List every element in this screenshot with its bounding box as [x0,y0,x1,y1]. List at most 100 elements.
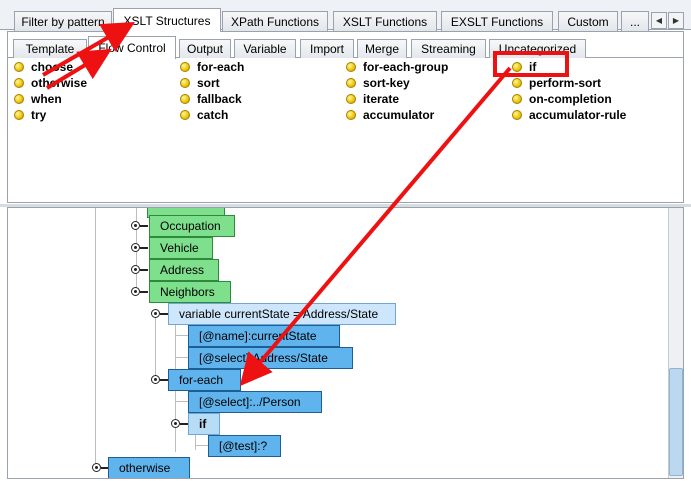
node-label: [@test]:? [219,439,268,453]
bullet-icon [180,61,190,72]
tab-label: Template [25,42,75,56]
tab-output[interactable]: Output [179,39,231,58]
scrollbar-thumb[interactable] [669,368,683,476]
collapse-toggle-icon[interactable] [151,375,160,384]
tab-label: XPath Functions [230,14,320,29]
outer-tab-strip: Filter by pattern XSLT Structures XPath … [0,0,691,32]
tab-label: Filter by pattern [21,14,105,29]
tab-exslt-functions[interactable]: EXSLT Functions [441,11,553,31]
bullet-icon [14,93,24,104]
bullet-icon [512,93,522,104]
bullet-icon [512,61,522,72]
tab-xpath-functions[interactable]: XPath Functions [222,11,328,31]
item-label: sort [197,75,220,90]
tab-filter-by-pattern[interactable]: Filter by pattern [14,11,112,31]
toggle-stub [160,379,168,381]
flow-control-panel: Template Flow Control Output Variable Im… [7,31,684,203]
tree-node-neighbors[interactable]: Neighbors [149,281,231,303]
item-catch[interactable]: catch [180,107,228,122]
tab-xslt-structures[interactable]: XSLT Structures [113,8,221,32]
tree-line [95,208,96,470]
tab-label: Uncategorized [498,42,577,56]
tab-label: XSLT Structures [123,13,211,28]
item-label: accumulator [363,107,435,122]
tab-xslt-functions[interactable]: XSLT Functions [333,11,437,31]
tab-label: XSLT Functions [342,14,428,29]
item-choose[interactable]: choose [14,59,73,74]
tree-node-otherwise[interactable]: otherwise [108,457,190,478]
node-label: Occupation [160,219,221,233]
tree-node-occupation[interactable]: Occupation [149,215,235,237]
item-for-each[interactable]: for-each [180,59,244,74]
tree-node-for-each[interactable]: for-each [168,369,241,391]
node-label: [@select]:Address/State [199,351,328,365]
tab-import[interactable]: Import [300,39,354,58]
item-if[interactable]: if [512,59,536,74]
tab-label: Flow Control [98,41,166,55]
collapse-toggle-icon[interactable] [171,419,180,428]
tree-node-variable[interactable]: variable currentState = Address/State [168,303,396,325]
tree-node-attr-select[interactable]: [@select]:Address/State [188,347,353,369]
node-label: Neighbors [160,285,215,299]
item-on-completion[interactable]: on-completion [512,91,612,106]
tree-line [176,357,188,358]
item-accumulator-rule[interactable]: accumulator-rule [512,107,626,122]
tree-node-attr-name[interactable]: [@name]:currentState [188,325,340,347]
tab-template[interactable]: Template [13,39,87,58]
tab-label: Merge [364,42,399,56]
tab-label: EXSLT Functions [450,14,544,29]
item-when[interactable]: when [14,91,62,106]
collapse-toggle-icon[interactable] [131,243,140,252]
tree-node-vehicle[interactable]: Vehicle [149,237,213,259]
scroll-right-icon[interactable]: ▶ [668,12,684,29]
tree-line [176,335,188,336]
collapse-toggle-icon[interactable] [131,287,140,296]
node-label: variable currentState = Address/State [179,307,379,321]
tree-node-if[interactable]: if [188,413,220,435]
tab-streaming[interactable]: Streaming [411,39,486,58]
item-label: fallback [197,91,242,106]
item-accumulator[interactable]: accumulator [346,107,434,122]
toggle-stub [140,291,148,293]
item-label: sort-key [363,75,410,90]
tab-label: ... [629,14,640,29]
tab-label: Output [186,42,224,56]
bullet-icon [346,109,356,120]
collapse-toggle-icon[interactable] [131,221,140,230]
tab-label: Variable [243,42,287,56]
tree-node-address[interactable]: Address [149,259,219,281]
tab-more[interactable]: ... [621,11,649,31]
item-try[interactable]: try [14,107,46,122]
tab-merge[interactable]: Merge [357,39,407,58]
collapse-toggle-icon[interactable] [151,309,160,318]
item-iterate[interactable]: iterate [346,91,399,106]
toggle-stub [140,269,148,271]
node-label: if [199,417,207,431]
item-sort-key[interactable]: sort-key [346,75,410,90]
item-label: catch [197,107,229,122]
toggle-stub [160,313,168,315]
item-otherwise[interactable]: otherwise [14,75,87,90]
tree-node-attr-select-person[interactable]: [@select]:../Person [188,391,322,413]
node-label: [@select]:../Person [199,395,301,409]
collapse-toggle-icon[interactable] [92,463,101,472]
tab-custom[interactable]: Custom [558,11,618,31]
item-label: otherwise [31,75,88,90]
tab-uncategorized[interactable]: Uncategorized [489,39,586,58]
item-sort[interactable]: sort [180,75,220,90]
item-fallback[interactable]: fallback [180,91,242,106]
tree-line [195,428,196,450]
tab-flow-control[interactable]: Flow Control [88,36,176,59]
item-label: iterate [363,91,400,106]
bullet-icon [512,77,522,88]
tab-variable[interactable]: Variable [234,39,296,58]
scroll-left-icon[interactable]: ◀ [651,12,667,29]
bullet-icon [14,77,24,88]
item-for-each-group[interactable]: for-each-group [346,59,448,74]
tree-line [175,318,176,378]
collapse-toggle-icon[interactable] [131,265,140,274]
tab-label: Import [309,42,344,56]
item-perform-sort[interactable]: perform-sort [512,75,601,90]
tree-node-attr-test[interactable]: [@test]:? [208,435,281,457]
bullet-icon [180,109,190,120]
